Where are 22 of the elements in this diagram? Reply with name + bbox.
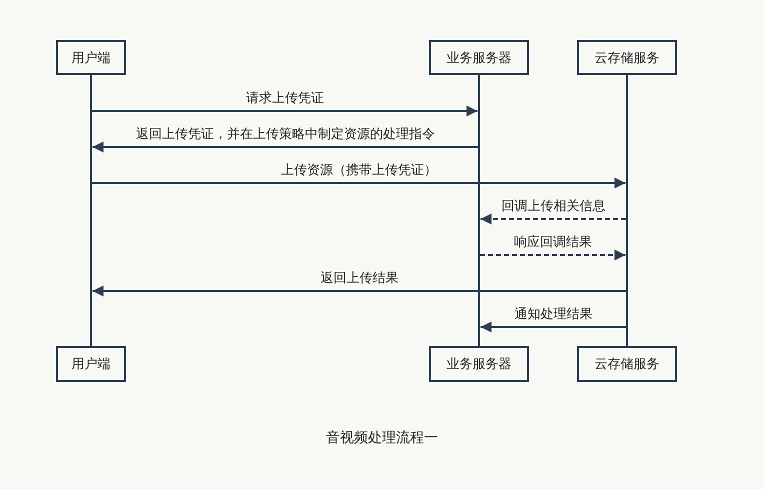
- message-label: 返回上传凭证，并在上传策略中制定资源的处理指令: [134, 127, 437, 143]
- lifeline: [626, 75, 628, 346]
- message-arrow: [92, 178, 626, 188]
- participant-box: 用户端: [56, 40, 126, 75]
- message-arrow: [92, 286, 626, 296]
- message-label: 响应回调结果: [512, 235, 594, 251]
- message-label: 通知处理结果: [512, 307, 594, 323]
- message-arrow: [480, 214, 626, 224]
- participant-box: 云存储服务: [577, 346, 677, 382]
- participant-box: 用户端: [56, 346, 126, 382]
- message-label: 请求上传凭证: [244, 91, 326, 107]
- participant-box: 业务服务器: [429, 40, 529, 75]
- lifeline: [478, 75, 480, 346]
- caption: 音视频处理流程一: [326, 430, 438, 446]
- message-arrow: [480, 250, 626, 260]
- message-arrow: [92, 142, 478, 152]
- message-label: 返回上传结果: [318, 271, 400, 287]
- message-arrow: [92, 106, 478, 116]
- message-arrow: [480, 322, 626, 332]
- participant-box: 云存储服务: [577, 40, 677, 75]
- participant-box: 业务服务器: [429, 346, 529, 382]
- lifeline: [90, 75, 92, 346]
